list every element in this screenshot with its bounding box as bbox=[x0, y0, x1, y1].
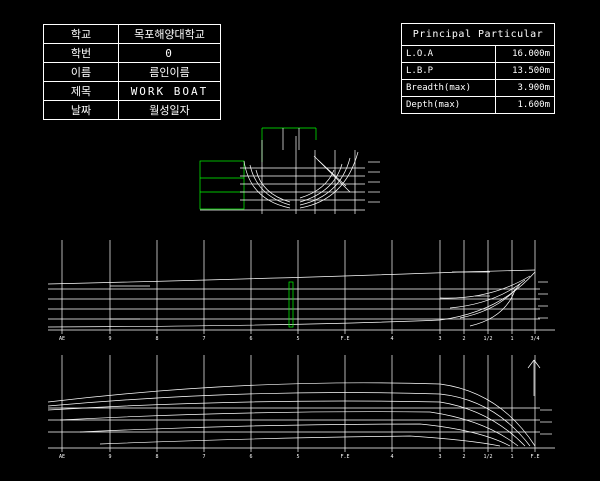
station-label-bot-10: 1/2 bbox=[483, 454, 492, 460]
station-label-bot-11: 1 bbox=[510, 454, 513, 460]
station-label-bot-6: F.E bbox=[340, 454, 349, 460]
station-label-mid-3: 7 bbox=[202, 336, 205, 342]
body-plan-green-frame bbox=[199, 160, 245, 210]
station-label-mid-2: 8 bbox=[155, 336, 158, 342]
name-label: 이름 bbox=[43, 62, 119, 82]
body-plan bbox=[199, 127, 380, 214]
station-label-bot-4: 6 bbox=[249, 454, 252, 460]
station-label-bot-8: 3 bbox=[438, 454, 441, 460]
sheer-plan bbox=[47, 240, 555, 334]
station-label-bot-12: F.E bbox=[530, 454, 539, 460]
particular-value-depth: 1.600m bbox=[494, 96, 556, 114]
title-row-name: 이름 름인이름 bbox=[43, 62, 221, 82]
station-label-mid-10: 1/2 bbox=[483, 336, 492, 342]
station-label-bot-9: 2 bbox=[462, 454, 465, 460]
title-row-student-id: 학번 0 bbox=[43, 43, 221, 63]
station-label-mid-0: AE bbox=[59, 336, 65, 342]
title-block-table: 학교 목포해양대학교 학번 0 이름 름인이름 제목 WORK BOAT 날짜 … bbox=[43, 24, 221, 120]
particular-label-depth: Depth(max) bbox=[401, 96, 496, 114]
title-row-school: 학교 목포해양대학교 bbox=[43, 24, 221, 44]
station-label-mid-12: 3/4 bbox=[530, 336, 539, 342]
date-value: 월성일자 bbox=[118, 100, 221, 120]
school-value: 목포해양대학교 bbox=[118, 24, 221, 44]
station-label-mid-8: 3 bbox=[438, 336, 441, 342]
station-label-mid-4: 6 bbox=[249, 336, 252, 342]
station-label-bot-3: 7 bbox=[202, 454, 205, 460]
principal-particular-table: Principal Particular L.O.A 16.000m L.B.P… bbox=[401, 23, 556, 114]
station-label-mid-5: 5 bbox=[296, 336, 299, 342]
station-label-mid-6: F.E bbox=[340, 336, 349, 342]
station-label-bot-1: 9 bbox=[108, 454, 111, 460]
station-label-bot-0: AE bbox=[59, 454, 65, 460]
title-row-date: 날짜 월성일자 bbox=[43, 100, 221, 120]
station-label-mid-9: 2 bbox=[462, 336, 465, 342]
station-label-mid-1: 9 bbox=[108, 336, 111, 342]
station-label-bot-7: 4 bbox=[390, 454, 393, 460]
station-label-mid-7: 4 bbox=[390, 336, 393, 342]
station-label-mid-11: 1 bbox=[510, 336, 513, 342]
sheer-plan-green-marker bbox=[288, 281, 294, 328]
station-label-bot-5: 5 bbox=[296, 454, 299, 460]
station-label-bot-2: 8 bbox=[155, 454, 158, 460]
half-breadth-plan bbox=[47, 355, 555, 452]
